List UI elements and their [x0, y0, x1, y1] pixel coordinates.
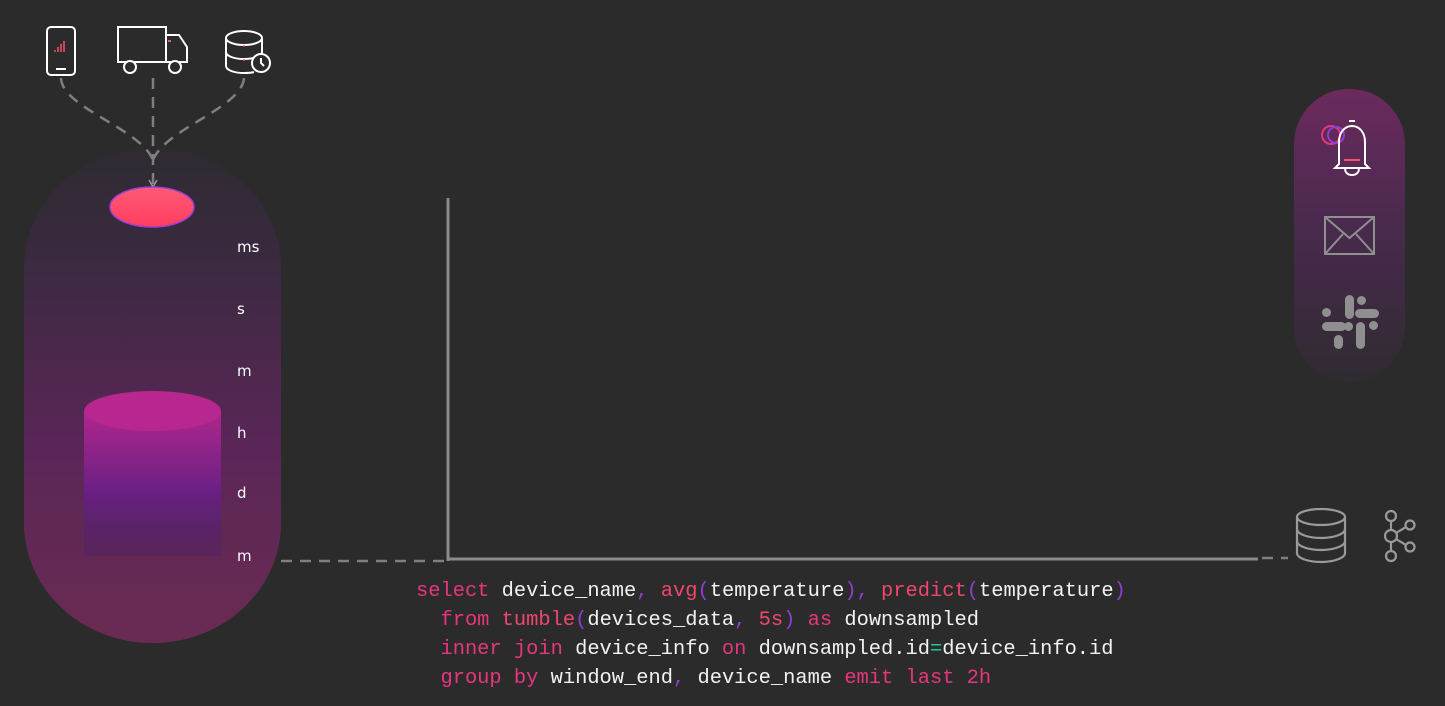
sql-line-2: from tumble(devices_data, 5s) as downsam…	[416, 609, 979, 632]
historical-store-cylinder	[84, 391, 221, 556]
time-label-d: d	[237, 484, 247, 502]
axes	[446, 198, 1258, 561]
sql-token: downsampled	[832, 609, 979, 632]
sql-token: 5s	[746, 609, 784, 632]
truck-icon	[117, 26, 188, 74]
sql-query: select device_name, avg(temperature), pr…	[416, 577, 1126, 693]
sql-token: select	[416, 580, 490, 603]
ingest-disk	[109, 186, 195, 228]
sql-token: device_info.id	[942, 638, 1114, 661]
sql-token: group by	[416, 667, 539, 690]
bell-icon	[1321, 120, 1372, 177]
time-label-m: m	[237, 362, 252, 380]
sql-token: ,	[672, 667, 686, 690]
time-label-month: m	[237, 547, 252, 565]
alerts-pill	[1294, 89, 1405, 382]
envelope-icon	[1324, 216, 1375, 255]
sql-token: temperature	[709, 580, 845, 603]
sql-line-4: group by window_end, device_name emit la…	[416, 667, 991, 690]
time-label-ms: ms	[237, 238, 260, 256]
sql-token: =	[929, 638, 943, 661]
sql-token: temperature	[978, 580, 1114, 603]
sql-token: ,	[636, 580, 649, 603]
sql-token: as	[795, 609, 833, 632]
sql-line-1: select device_name, avg(temperature), pr…	[416, 580, 1126, 603]
sql-token: window_end	[538, 667, 673, 690]
database-clock-icon	[225, 30, 271, 75]
time-label-h: h	[237, 424, 247, 442]
sql-token: (	[966, 580, 979, 603]
sql-token: emit last 2h	[832, 667, 992, 690]
database-icon	[1295, 507, 1347, 564]
sql-token: device_name	[685, 667, 833, 690]
sql-line-3: inner join device_info on downsampled.id…	[416, 638, 1114, 661]
sql-token: device_name	[489, 580, 637, 603]
time-label-s: s	[237, 300, 245, 318]
sql-token: inner join	[416, 638, 563, 661]
kafka-icon	[1383, 509, 1416, 563]
sql-token: from	[416, 609, 490, 632]
sql-token: (	[575, 609, 588, 632]
sql-token: predict	[868, 580, 967, 603]
slack-icon	[1322, 295, 1379, 349]
sql-token: devices_data	[587, 609, 735, 632]
sql-token: on	[709, 638, 747, 661]
sql-token: tumble	[489, 609, 576, 632]
ingest-flow-lines	[59, 77, 246, 185]
sql-token: avg	[648, 580, 698, 603]
smartphone-icon	[46, 26, 76, 76]
sql-token: downsampled.id	[746, 638, 930, 661]
sql-token: ),	[844, 580, 869, 603]
sql-token: device_info	[562, 638, 710, 661]
sql-token: )	[783, 609, 796, 632]
sql-token: ,	[734, 609, 747, 632]
sql-token: (	[697, 580, 710, 603]
sql-token: )	[1113, 580, 1126, 603]
